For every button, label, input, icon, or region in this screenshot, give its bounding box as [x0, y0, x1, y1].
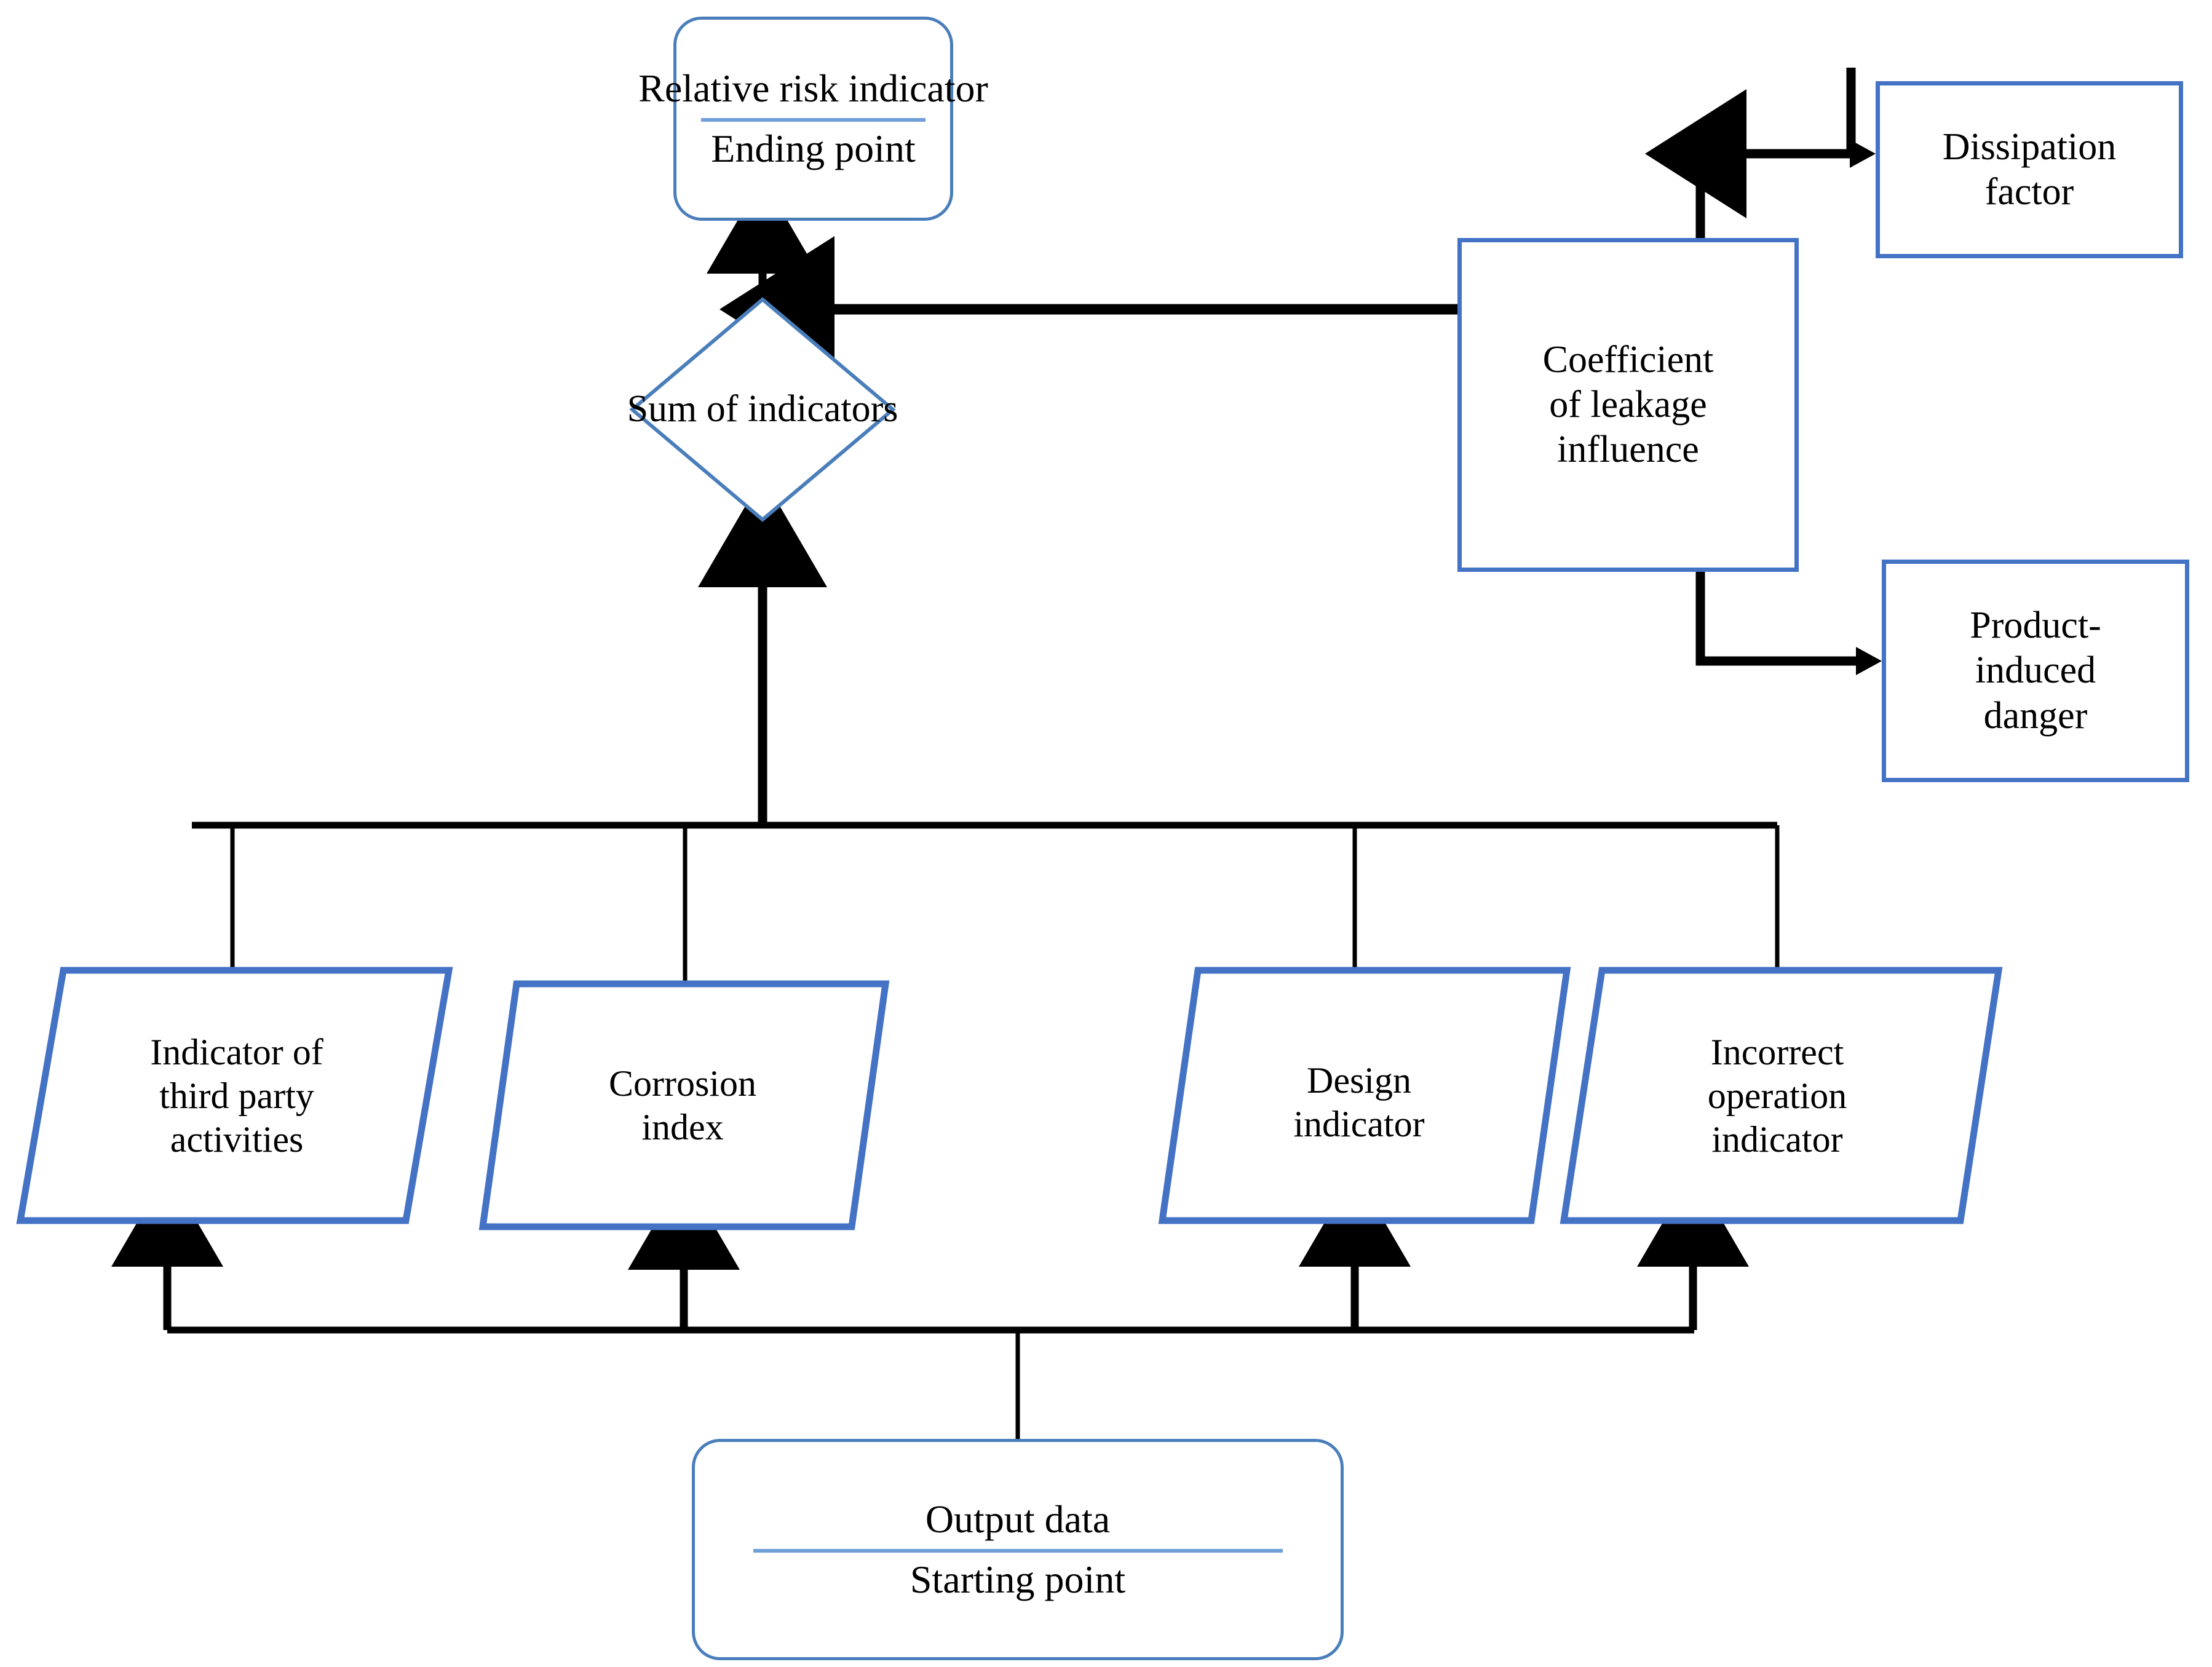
third-party-line-1: Indicator of: [150, 1032, 323, 1073]
node-incorrect-operation-indicator[interactable]: Incorrect operation indicator: [1577, 978, 1977, 1214]
coefficient-line-2: of leakage: [1549, 383, 1707, 426]
sum-of-indicators-diamond: [629, 297, 896, 522]
dissipation-line-2: factor: [1984, 171, 2074, 213]
arrowhead-product: [1856, 647, 1882, 675]
incorrect-line-1: Incorrect: [1710, 1032, 1844, 1073]
corrosion-line-2: index: [641, 1106, 724, 1147]
design-parallelogram: [1158, 967, 1571, 1224]
sum-of-indicators-label: Sum of indicators: [627, 388, 898, 430]
node-ending-point[interactable]: Relative risk indicator Ending point: [638, 17, 988, 221]
ending-point-divider: [701, 118, 926, 122]
coefficient-line-3: influence: [1557, 429, 1699, 471]
arrowhead-dissipation: [1850, 140, 1876, 168]
third-party-line-3: activities: [170, 1119, 304, 1160]
starting-point-divider: [753, 1549, 1283, 1553]
dissipation-line-1: Dissipation: [1942, 125, 2117, 168]
node-starting-point[interactable]: Output data Starting point: [692, 1439, 1344, 1660]
incorrect-operation-parallelogram: [1560, 967, 2003, 1224]
incorrect-line-3: indicator: [1711, 1119, 1843, 1160]
edge-coefficient-to-product-path: [1695, 571, 1858, 666]
node-product-induced-danger[interactable]: Product- induced danger: [1882, 560, 2189, 782]
product-danger-line-3: danger: [1983, 694, 2088, 737]
edge-coefficient-to-dissipation-path: [1695, 149, 1852, 241]
coefficient-line-1: Coefficient: [1542, 338, 1714, 381]
third-party-parallelogram: [16, 967, 453, 1224]
starting-point-subtitle: Starting point: [910, 1558, 1126, 1601]
product-danger-line-2: induced: [1975, 649, 2096, 692]
node-design-indicator[interactable]: Design indicator: [1168, 996, 1550, 1208]
starting-point-title: Output data: [925, 1497, 1111, 1542]
corrosion-line-1: Corrosion: [609, 1063, 756, 1104]
third-party-line-2: third party: [159, 1075, 314, 1117]
node-coefficient-of-leakage-influence[interactable]: Coefficient of leakage influence: [1457, 238, 1799, 572]
corrosion-parallelogram: [478, 980, 890, 1230]
node-indicator-of-third-party-activities[interactable]: Indicator of third party activities: [37, 978, 437, 1214]
edge-coefficient-to-dissipation: [1645, 68, 1856, 218]
incorrect-line-2: operation: [1707, 1075, 1847, 1117]
ending-point-subtitle: Ending point: [711, 127, 916, 170]
design-line-2: indicator: [1293, 1103, 1425, 1144]
ending-point-title: Relative risk indicator: [638, 66, 988, 111]
design-line-1: Design: [1307, 1059, 1411, 1101]
node-dissipation-factor[interactable]: Dissipation factor: [1876, 81, 2183, 258]
node-corrosion-index[interactable]: Corrosion index: [492, 999, 873, 1211]
product-danger-line-1: Product-: [1970, 604, 2101, 647]
node-sum-of-indicators[interactable]: Sum of indicators: [627, 369, 898, 450]
